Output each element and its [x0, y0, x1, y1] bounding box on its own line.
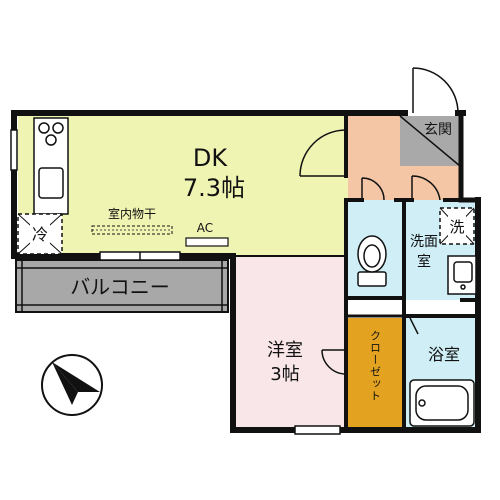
washer-label: 洗 [449, 218, 464, 236]
ac-label: AC [197, 221, 213, 235]
room-closet [348, 318, 404, 428]
toilet-fixture [357, 235, 387, 287]
doors [299, 67, 461, 375]
room-bedroom [235, 256, 345, 428]
dk-size: 7.3帖 [183, 174, 245, 202]
washer-box [439, 207, 475, 245]
north-arrow-icon [41, 354, 103, 416]
washbasin [447, 255, 477, 295]
closet-label: クローゼット [369, 330, 382, 402]
fridge-label: 冷 [32, 225, 48, 244]
bedroom-name: 洋室 [267, 340, 303, 361]
washroom-label: 洗面室 [410, 234, 438, 270]
bathtub [409, 379, 475, 427]
windows [10, 129, 341, 435]
dk-name: DK [193, 144, 228, 172]
indoor-drying-label: 室内物干 [108, 206, 156, 221]
room-dk [18, 116, 348, 256]
bathroom-label: 浴室 [428, 345, 460, 364]
fridge-box [17, 213, 63, 255]
kitchen-counter [33, 117, 69, 215]
entrance-label: 玄関 [424, 121, 452, 138]
bedroom-size: 3帖 [270, 364, 299, 385]
washroom-label-line1: 洗面 [410, 234, 438, 250]
washroom-label-line2: 室 [417, 253, 431, 270]
balcony-label: バルコニー [70, 275, 170, 299]
ac-unit [185, 237, 229, 247]
walls [11, 110, 481, 433]
